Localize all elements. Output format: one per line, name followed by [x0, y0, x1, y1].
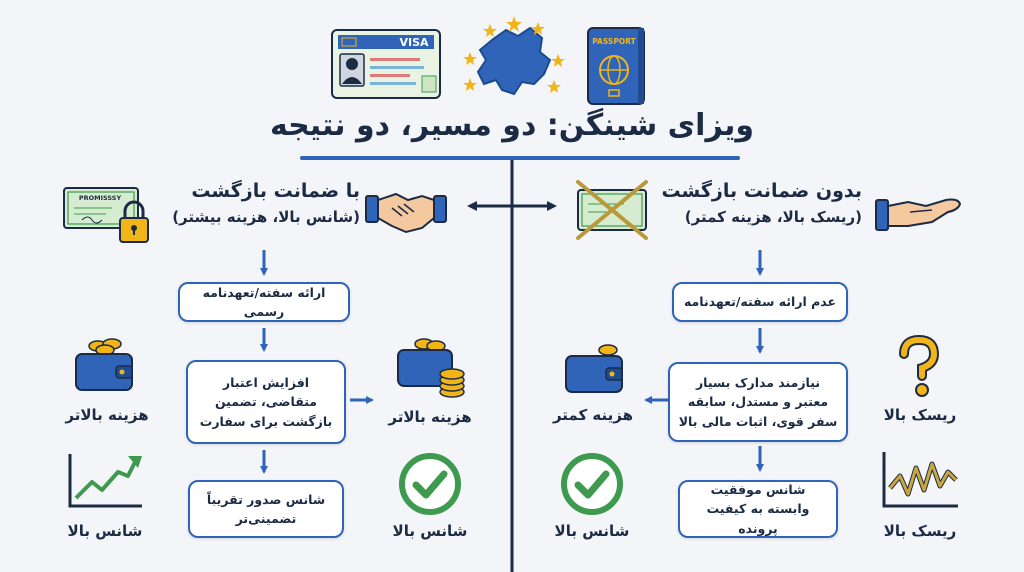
check-circle-icon [399, 453, 461, 515]
rising-chart-icon [68, 454, 142, 508]
left-cost-outer-label: هزینه بالاتر [65, 406, 149, 424]
check-circle-icon [561, 453, 623, 515]
visa-card-icon: VISA [331, 29, 441, 99]
right-step-1: عدم ارائه سفته/تعهدنامه [672, 282, 848, 322]
left-path-heading: با ضمانت بازگشت (شانس بالا، هزینه بیشتر) [150, 180, 360, 226]
volatile-chart-icon [882, 452, 958, 508]
left-chance-outer-label: شانس بالا [67, 522, 143, 540]
open-hand-icon [875, 198, 962, 231]
right-risk-outer-top-label: ریسک بالا [883, 406, 957, 424]
wallet-coin-icon [565, 344, 623, 393]
passport-text: PASSPORT [592, 37, 636, 46]
left-step-3: شانس صدور تقریباً تضمینی‌تر [188, 480, 344, 538]
wallet-coins-icon [75, 338, 133, 391]
right-risk-outer-bottom-label: ریسک بالا [883, 522, 957, 540]
europe-map-icon [463, 16, 565, 96]
visa-card-text: VISA [399, 36, 429, 49]
title-underline [300, 156, 740, 160]
page-title: ویزای شینگن: دو مسیر، دو نتیجه [269, 108, 755, 143]
left-heading-text: با ضمانت بازگشت [191, 180, 360, 202]
question-mark-icon [899, 334, 940, 397]
right-chance-inner-label: شانس بالا [554, 522, 630, 540]
passport-icon: PASSPORT [587, 27, 645, 105]
left-step-2: افزایش اعتبار متقاضی، تضمین بازگشت برای … [186, 360, 346, 444]
left-chance-inner-label: شانس بالا [392, 522, 468, 540]
handshake-icon [365, 192, 447, 234]
left-step-1: ارائه سفته/تعهدنامه رسمی [178, 282, 350, 322]
right-step-3: شانس موفقیت وابسته به کیفیت پرونده [678, 480, 838, 538]
promissory-note-text: PROMISSSY [79, 194, 122, 202]
promissory-note-lock-icon: PROMISSSY [63, 187, 149, 243]
wallet-stack-icon [397, 338, 465, 398]
right-subheading-text: (ریسک بالا، هزینه کمتر) [684, 208, 862, 226]
left-subheading-text: (شانس بالا، هزینه بیشتر) [172, 208, 360, 226]
crossed-note-icon [576, 180, 648, 240]
right-cost-inner-label: هزینه کمتر [552, 406, 634, 424]
left-cost-inner-label: هزینه بالاتر [388, 408, 472, 426]
right-heading-text: بدون ضمانت بازگشت [661, 180, 862, 202]
right-path-heading: بدون ضمانت بازگشت (ریسک بالا، هزینه کمتر… [650, 180, 862, 226]
right-step-2: نیازمند مدارک بسیار معتبر و مستدل، سابقه… [668, 362, 848, 442]
